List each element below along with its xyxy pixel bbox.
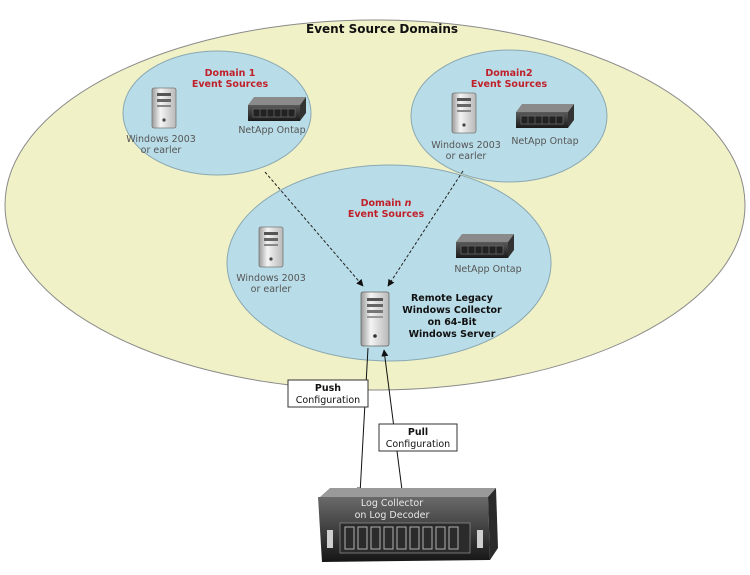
pull-configuration-box: Pull Configuration <box>378 423 458 452</box>
domain-1-subtitle: Event Sources <box>192 79 269 90</box>
domain-2-windows-label: Windows 2003 <box>431 140 501 151</box>
domain-n-subtitle: Event Sources <box>348 209 425 220</box>
collector-label-3: on 64-Bit <box>428 317 477 328</box>
domain-1: Domain 1 Event Sources Windows 2003 or e… <box>122 50 312 176</box>
domain-1-windows-label: Windows 2003 <box>126 134 196 145</box>
push-label: Push <box>315 383 341 394</box>
domain-2-windows-label-2: or earler <box>446 151 487 162</box>
collector-label-4: Windows Server <box>409 329 496 340</box>
domain-n: Domain n Event Sources Windows 2003 or e… <box>226 164 552 362</box>
remote-collector-server-icon <box>360 291 390 347</box>
domain-1-title: Domain 1 <box>205 68 256 79</box>
pull-label: Pull <box>408 427 428 438</box>
windows-server-icon <box>451 92 477 134</box>
domain-1-netapp-label: NetApp Ontap <box>238 125 305 136</box>
domain-2-to-collector-arrow <box>387 170 464 287</box>
domain-2: Domain2 Event Sources Windows 2003 or ea… <box>410 49 608 183</box>
domain-1-ellipse <box>122 50 312 176</box>
domain-2-ellipse <box>410 49 608 183</box>
domain-2-title: Domain2 <box>485 68 532 79</box>
collector-label-2: Windows Collector <box>402 305 502 316</box>
collector-label-1: Remote Legacy <box>411 293 494 304</box>
push-configuration-arrow <box>356 347 369 495</box>
domain-2-subtitle: Event Sources <box>471 79 548 90</box>
push-label-2: Configuration <box>296 395 360 406</box>
netapp-storage-icon <box>516 104 574 128</box>
pull-configuration-arrow <box>381 349 403 491</box>
pull-label-2: Configuration <box>386 439 450 450</box>
domain-2-netapp-label: NetApp Ontap <box>511 136 578 147</box>
region-title: Event Source Domains <box>306 22 458 36</box>
decoder-label-2: on Log Decoder <box>355 510 430 521</box>
push-configuration-box: Push Configuration <box>287 379 369 408</box>
windows-server-icon <box>258 226 284 268</box>
netapp-storage-icon <box>456 234 514 258</box>
windows-server-icon <box>151 87 177 129</box>
domain-n-title: Domain n <box>361 198 412 209</box>
domain-1-windows-label-2: or earler <box>141 145 182 156</box>
domain-n-ellipse <box>226 164 552 362</box>
netapp-storage-icon <box>248 97 306 121</box>
domain-n-netapp-label: NetApp Ontap <box>454 264 521 275</box>
domain-1-to-collector-arrow <box>264 171 364 287</box>
decoder-label-1: Log Collector <box>361 498 423 509</box>
domain-n-windows-label: Windows 2003 <box>236 273 306 284</box>
domain-n-windows-label-2: or earler <box>251 284 292 295</box>
log-decoder-appliance-icon <box>318 488 498 562</box>
